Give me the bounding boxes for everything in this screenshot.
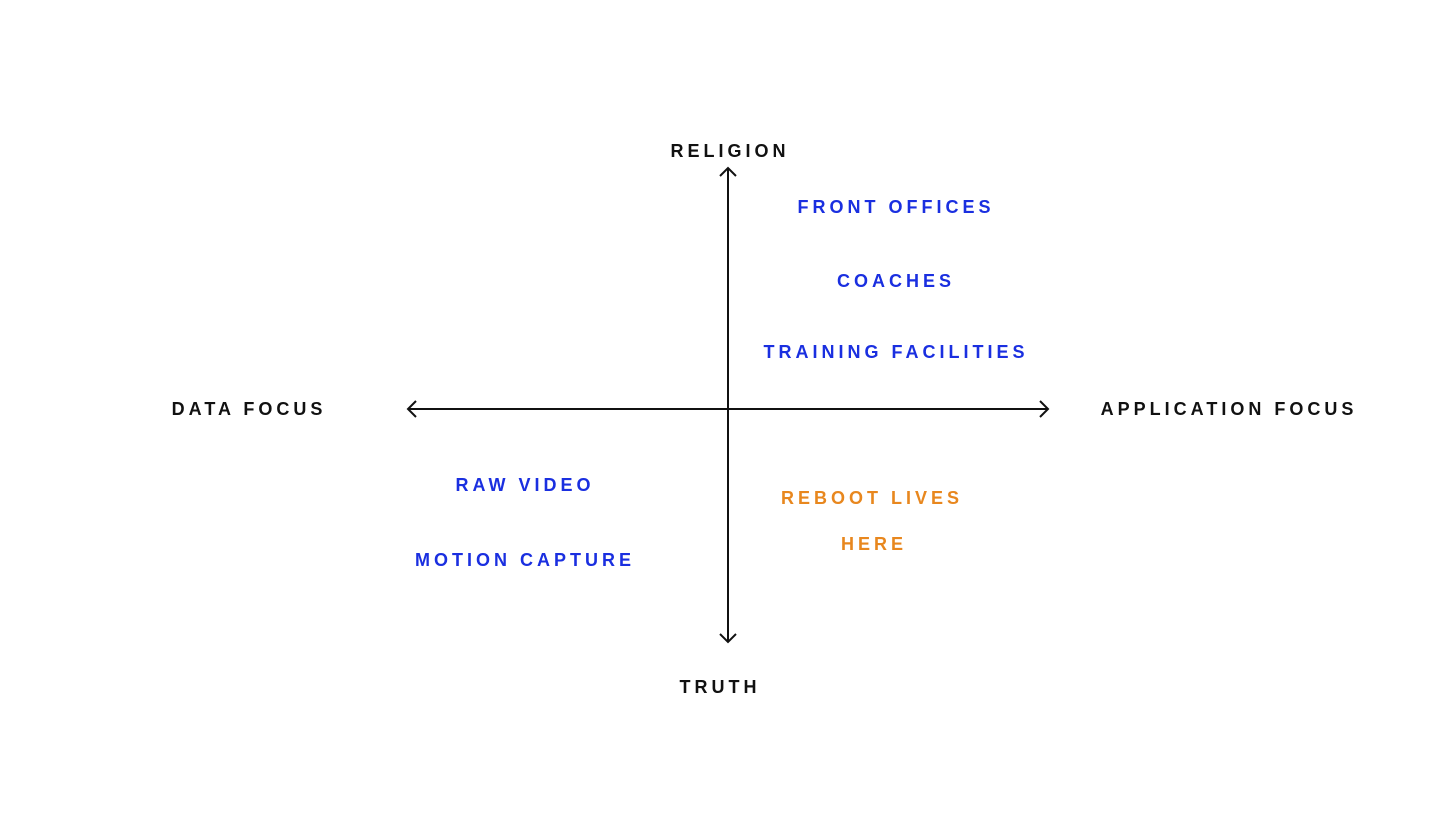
item-front-offices: FRONT OFFICES [797, 197, 995, 217]
arrow-right-icon [1039, 400, 1050, 418]
axis-label-bottom: TRUTH [679, 677, 761, 697]
axis-label-right: APPLICATION FOCUS [1100, 399, 1358, 419]
axis-label-top: RELIGION [670, 141, 790, 161]
arrow-up-icon [719, 166, 737, 177]
arrow-down-icon [719, 633, 737, 644]
axis-label-left: DATA FOCUS [171, 399, 327, 419]
item-raw-video: RAW VIDEO [455, 475, 595, 495]
item-training-facilities: TRAINING FACILITIES [763, 342, 1029, 362]
item-coaches: COACHES [836, 271, 956, 291]
item-reboot-lives: REBOOT LIVES [780, 488, 964, 508]
arrow-left-icon [406, 400, 417, 418]
item-here: HERE [840, 534, 908, 554]
item-motion-capture: MOTION CAPTURE [415, 550, 635, 570]
